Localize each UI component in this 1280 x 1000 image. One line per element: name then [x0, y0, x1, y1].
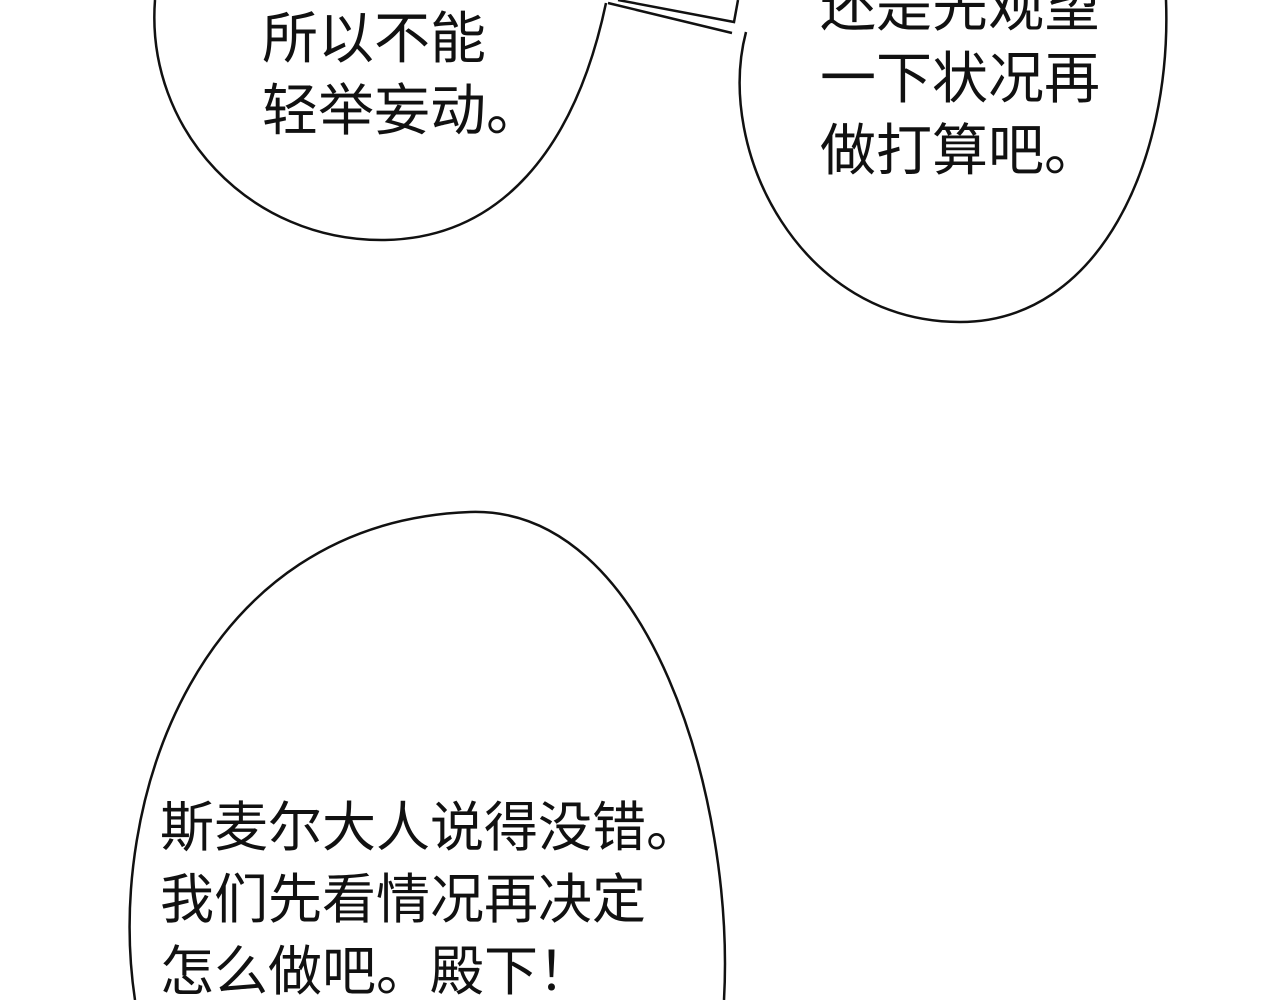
- text-line: 我们先看情况再决定: [160, 868, 646, 931]
- speech-text-bottom: 斯麦尔大人说得没错。 我们先看情况再决定 怎么做吧。殿下！: [160, 792, 700, 1000]
- speech-text-right: 还是先观望 一下状况再 做打算吧。: [820, 0, 1100, 188]
- speech-bubble-left: [153, 0, 608, 242]
- text-line: 所以不能: [262, 7, 486, 72]
- text-line: 轻举妄动。: [262, 79, 542, 144]
- speech-text-left: 所以不能 轻举妄动。: [262, 4, 542, 148]
- speech-bubble-right: [738, 0, 1168, 324]
- text-line: 怎么做吧。殿下！: [160, 940, 592, 1000]
- text-line: 做打算吧。: [820, 119, 1100, 184]
- text-line: 还是先观望: [820, 0, 1100, 40]
- text-line: 一下状况再: [820, 47, 1100, 112]
- speech-bubble-bottom: [128, 510, 727, 1000]
- bubble-tail: [607, 0, 740, 35]
- text-line: 斯麦尔大人说得没错。: [160, 796, 700, 859]
